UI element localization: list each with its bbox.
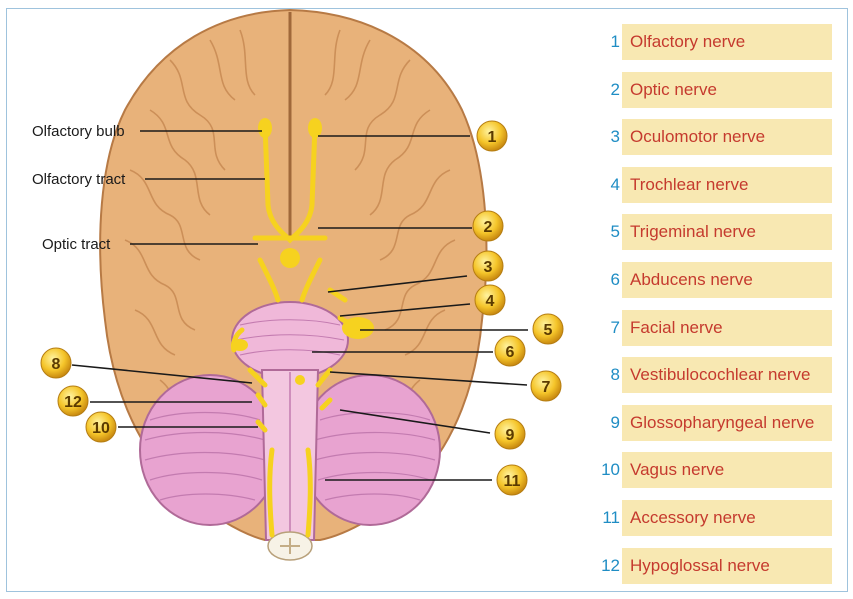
badge-10: 10 — [86, 412, 116, 442]
legend-row-5: 5 Trigeminal nerve — [600, 214, 840, 250]
legend-row-7: 7 Facial nerve — [600, 310, 840, 346]
legend-number: 11 — [600, 500, 620, 536]
legend-number: 1 — [600, 24, 620, 60]
badge-12-number: 12 — [64, 394, 82, 411]
legend-label: Trigeminal nerve — [622, 214, 832, 250]
legend-row-2: 2 Optic nerve — [600, 72, 840, 108]
legend-label: Olfactory nerve — [622, 24, 832, 60]
legend-number: 7 — [600, 310, 620, 346]
legend-row-6: 6 Abducens nerve — [600, 262, 840, 298]
badge-11-number: 11 — [504, 473, 521, 490]
legend-row-9: 9 Glossopharyngeal nerve — [600, 405, 840, 441]
badge-4-number: 4 — [486, 293, 495, 310]
nerve-legend: 1 Olfactory nerve 2 Optic nerve 3 Oculom… — [600, 24, 840, 595]
badge-1: 1 — [477, 121, 507, 151]
legend-number: 12 — [600, 548, 620, 584]
legend-label: Optic nerve — [622, 72, 832, 108]
badge-9: 9 — [495, 419, 525, 449]
badge-7-number: 7 — [542, 379, 551, 396]
badge-7: 7 — [531, 371, 561, 401]
badge-6: 6 — [495, 336, 525, 366]
legend-row-10: 10 Vagus nerve — [600, 452, 840, 488]
badge-8-number: 8 — [52, 356, 61, 373]
legend-row-8: 8 Vestibulocochlear nerve — [600, 357, 840, 393]
badge-5: 5 — [533, 314, 563, 344]
legend-number: 6 — [600, 262, 620, 298]
legend-row-11: 11 Accessory nerve — [600, 500, 840, 536]
legend-label: Accessory nerve — [622, 500, 832, 536]
legend-number: 10 — [600, 452, 620, 488]
legend-label: Trochlear nerve — [622, 167, 832, 203]
olfactory-bulb-label: Olfactory bulb — [32, 123, 125, 140]
badge-11: 11 — [497, 465, 527, 495]
legend-label: Vagus nerve — [622, 452, 832, 488]
legend-label: Vestibulocochlear nerve — [622, 357, 832, 393]
optic-tract-label: Optic tract — [42, 236, 111, 253]
legend-row-3: 3 Oculomotor nerve — [600, 119, 840, 155]
legend-label: Glossopharyngeal nerve — [622, 405, 832, 441]
legend-row-1: 1 Olfactory nerve — [600, 24, 840, 60]
legend-label: Facial nerve — [622, 310, 832, 346]
legend-number: 3 — [600, 119, 620, 155]
legend-number: 8 — [600, 357, 620, 393]
legend-number: 4 — [600, 167, 620, 203]
legend-label: Hypoglossal nerve — [622, 548, 832, 584]
legend-number: 5 — [600, 214, 620, 250]
legend-label: Oculomotor nerve — [622, 119, 832, 155]
olfactory-tract-label: Olfactory tract — [32, 171, 126, 188]
badge-12: 12 — [58, 386, 88, 416]
badge-8: 8 — [41, 348, 71, 378]
legend-row-12: 12 Hypoglossal nerve — [600, 548, 840, 584]
badge-3: 3 — [473, 251, 503, 281]
badge-10-number: 10 — [92, 420, 110, 437]
legend-number: 2 — [600, 72, 620, 108]
badge-2: 2 — [473, 211, 503, 241]
legend-label: Abducens nerve — [622, 262, 832, 298]
badge-4: 4 — [475, 285, 505, 315]
badge-6-number: 6 — [506, 344, 515, 361]
badge-2-number: 2 — [484, 219, 493, 236]
badge-1-number: 1 — [488, 129, 497, 146]
legend-row-4: 4 Trochlear nerve — [600, 167, 840, 203]
legend-number: 9 — [600, 405, 620, 441]
badge-5-number: 5 — [544, 322, 553, 339]
badge-3-number: 3 — [484, 259, 493, 276]
badge-9-number: 9 — [506, 427, 515, 444]
